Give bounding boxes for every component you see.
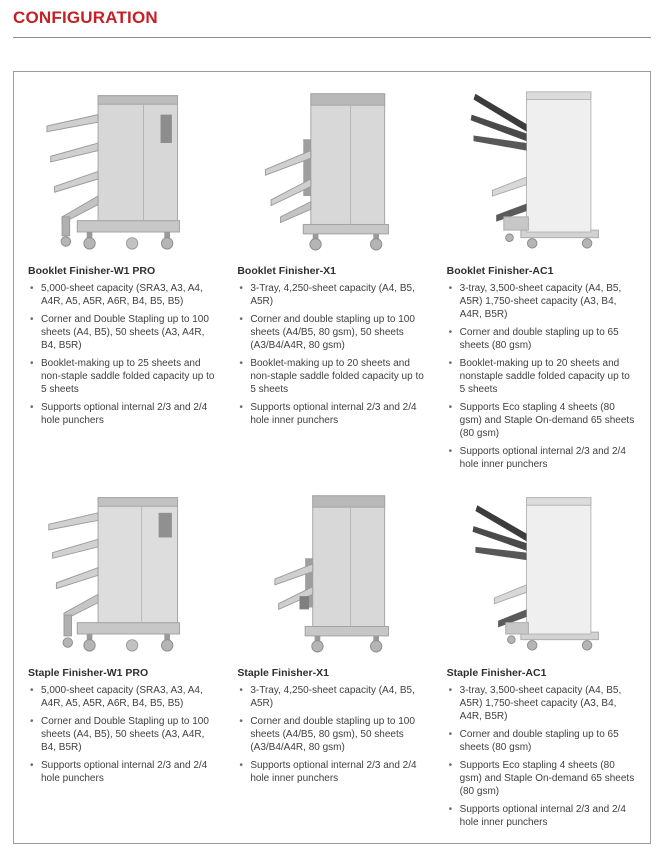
staple-finisher-ac1-illustration	[447, 482, 636, 660]
product-name: Staple Finisher-AC1	[446, 667, 547, 679]
spec-item: 5,000-sheet capacity (SRA3, A3, A4, A4R,…	[28, 684, 217, 710]
product-specs: 5,000-sheet capacity (SRA3, A3, A4, A4R,…	[28, 684, 217, 785]
booklet-finisher-ac1-illustration	[447, 80, 636, 258]
spec-item: 3-Tray, 4,250-sheet capacity (A4, B5, A5…	[237, 282, 426, 308]
finisher-illustration-svg	[46, 95, 180, 250]
spec-item: Supports optional internal 2/3 and 2/4 h…	[447, 445, 636, 471]
spec-item: Supports optional internal 2/3 and 2/4 h…	[237, 759, 426, 785]
product-card-booklet-finisher-w1-pro: Booklet Finisher-W1 PRO 5,000-sheet capa…	[28, 80, 217, 476]
product-card-staple-finisher-x1: Staple Finisher-X1 3-Tray, 4,250-sheet c…	[237, 482, 426, 834]
product-specs: 3-Tray, 4,250-sheet capacity (A4, B5, A5…	[237, 282, 426, 427]
header-divider	[13, 37, 651, 38]
spec-item: Corner and Double Stapling up to 100 she…	[28, 715, 217, 754]
product-specs: 5,000-sheet capacity (SRA3, A3, A4, A4R,…	[28, 282, 217, 427]
booklet-finisher-w1-pro-illustration	[28, 80, 217, 258]
spec-item: Corner and Double Stapling up to 100 she…	[28, 313, 217, 352]
product-name: Booklet Finisher-X1	[237, 265, 336, 277]
finisher-illustration-svg	[48, 497, 180, 652]
product-specs: 3-tray, 3,500-sheet capacity (A4, B5, A5…	[447, 282, 636, 471]
product-card-staple-finisher-ac1: Staple Finisher-AC1 3-tray, 3,500-sheet …	[447, 482, 636, 834]
configuration-box: Booklet Finisher-W1 PRO 5,000-sheet capa…	[13, 71, 651, 844]
product-card-staple-finisher-w1-pro: Staple Finisher-W1 PRO 5,000-sheet capac…	[28, 482, 217, 834]
product-card-booklet-finisher-ac1: Booklet Finisher-AC1 3-tray, 3,500-sheet…	[447, 80, 636, 476]
product-specs: 3-Tray, 4,250-sheet capacity (A4, B5, A5…	[237, 684, 426, 785]
product-specs: 3-tray, 3,500-sheet capacity (A4, B5, A5…	[447, 684, 636, 829]
spec-item: 3-tray, 3,500-sheet capacity (A4, B5, A5…	[447, 684, 636, 723]
spec-item: Booklet-making up to 20 sheets and nonst…	[447, 357, 636, 396]
spec-item: Booklet-making up to 20 sheets and non-s…	[237, 357, 426, 396]
spec-item: Supports optional internal 2/3 and 2/4 h…	[237, 401, 426, 427]
spec-item: Booklet-making up to 25 sheets and non-s…	[28, 357, 217, 396]
product-grid: Booklet Finisher-W1 PRO 5,000-sheet capa…	[28, 80, 636, 834]
spec-item: 5,000-sheet capacity (SRA3, A3, A4, A4R,…	[28, 282, 217, 308]
product-name: Staple Finisher-W1 PRO	[28, 667, 149, 679]
spec-item: Supports Eco stapling 4 sheets (80 gsm) …	[447, 759, 636, 798]
spec-item: Supports optional internal 2/3 and 2/4 h…	[447, 803, 636, 829]
spec-item: Supports Eco stapling 4 sheets (80 gsm) …	[447, 401, 636, 440]
spec-item: Corner and double stapling up to 65 shee…	[447, 326, 636, 352]
spec-item: Corner and double stapling up to 100 she…	[237, 313, 426, 352]
finisher-illustration-svg	[265, 93, 390, 251]
staple-finisher-w1-pro-illustration	[28, 482, 217, 660]
finisher-illustration-svg	[274, 495, 390, 653]
spec-item: 3-tray, 3,500-sheet capacity (A4, B5, A5…	[447, 282, 636, 321]
product-name: Staple Finisher-X1	[237, 667, 329, 679]
spec-item: Supports optional internal 2/3 and 2/4 h…	[28, 759, 217, 785]
product-name: Booklet Finisher-W1 PRO	[28, 265, 156, 277]
finisher-illustration-svg	[470, 91, 599, 249]
spec-item: 3-Tray, 4,250-sheet capacity (A4, B5, A5…	[237, 684, 426, 710]
spec-item: Supports optional internal 2/3 and 2/4 h…	[28, 401, 217, 427]
staple-finisher-x1-illustration	[237, 482, 426, 660]
product-name: Booklet Finisher-AC1	[446, 265, 554, 277]
page-title: CONFIGURATION	[13, 8, 158, 27]
product-card-booklet-finisher-x1: Booklet Finisher-X1 3-Tray, 4,250-sheet …	[237, 80, 426, 476]
page-header: CONFIGURATION	[0, 0, 664, 28]
booklet-finisher-x1-illustration	[237, 80, 426, 258]
spec-item: Corner and double stapling up to 100 she…	[237, 715, 426, 754]
spec-item: Corner and double stapling up to 65 shee…	[447, 728, 636, 754]
finisher-illustration-svg	[472, 497, 599, 651]
